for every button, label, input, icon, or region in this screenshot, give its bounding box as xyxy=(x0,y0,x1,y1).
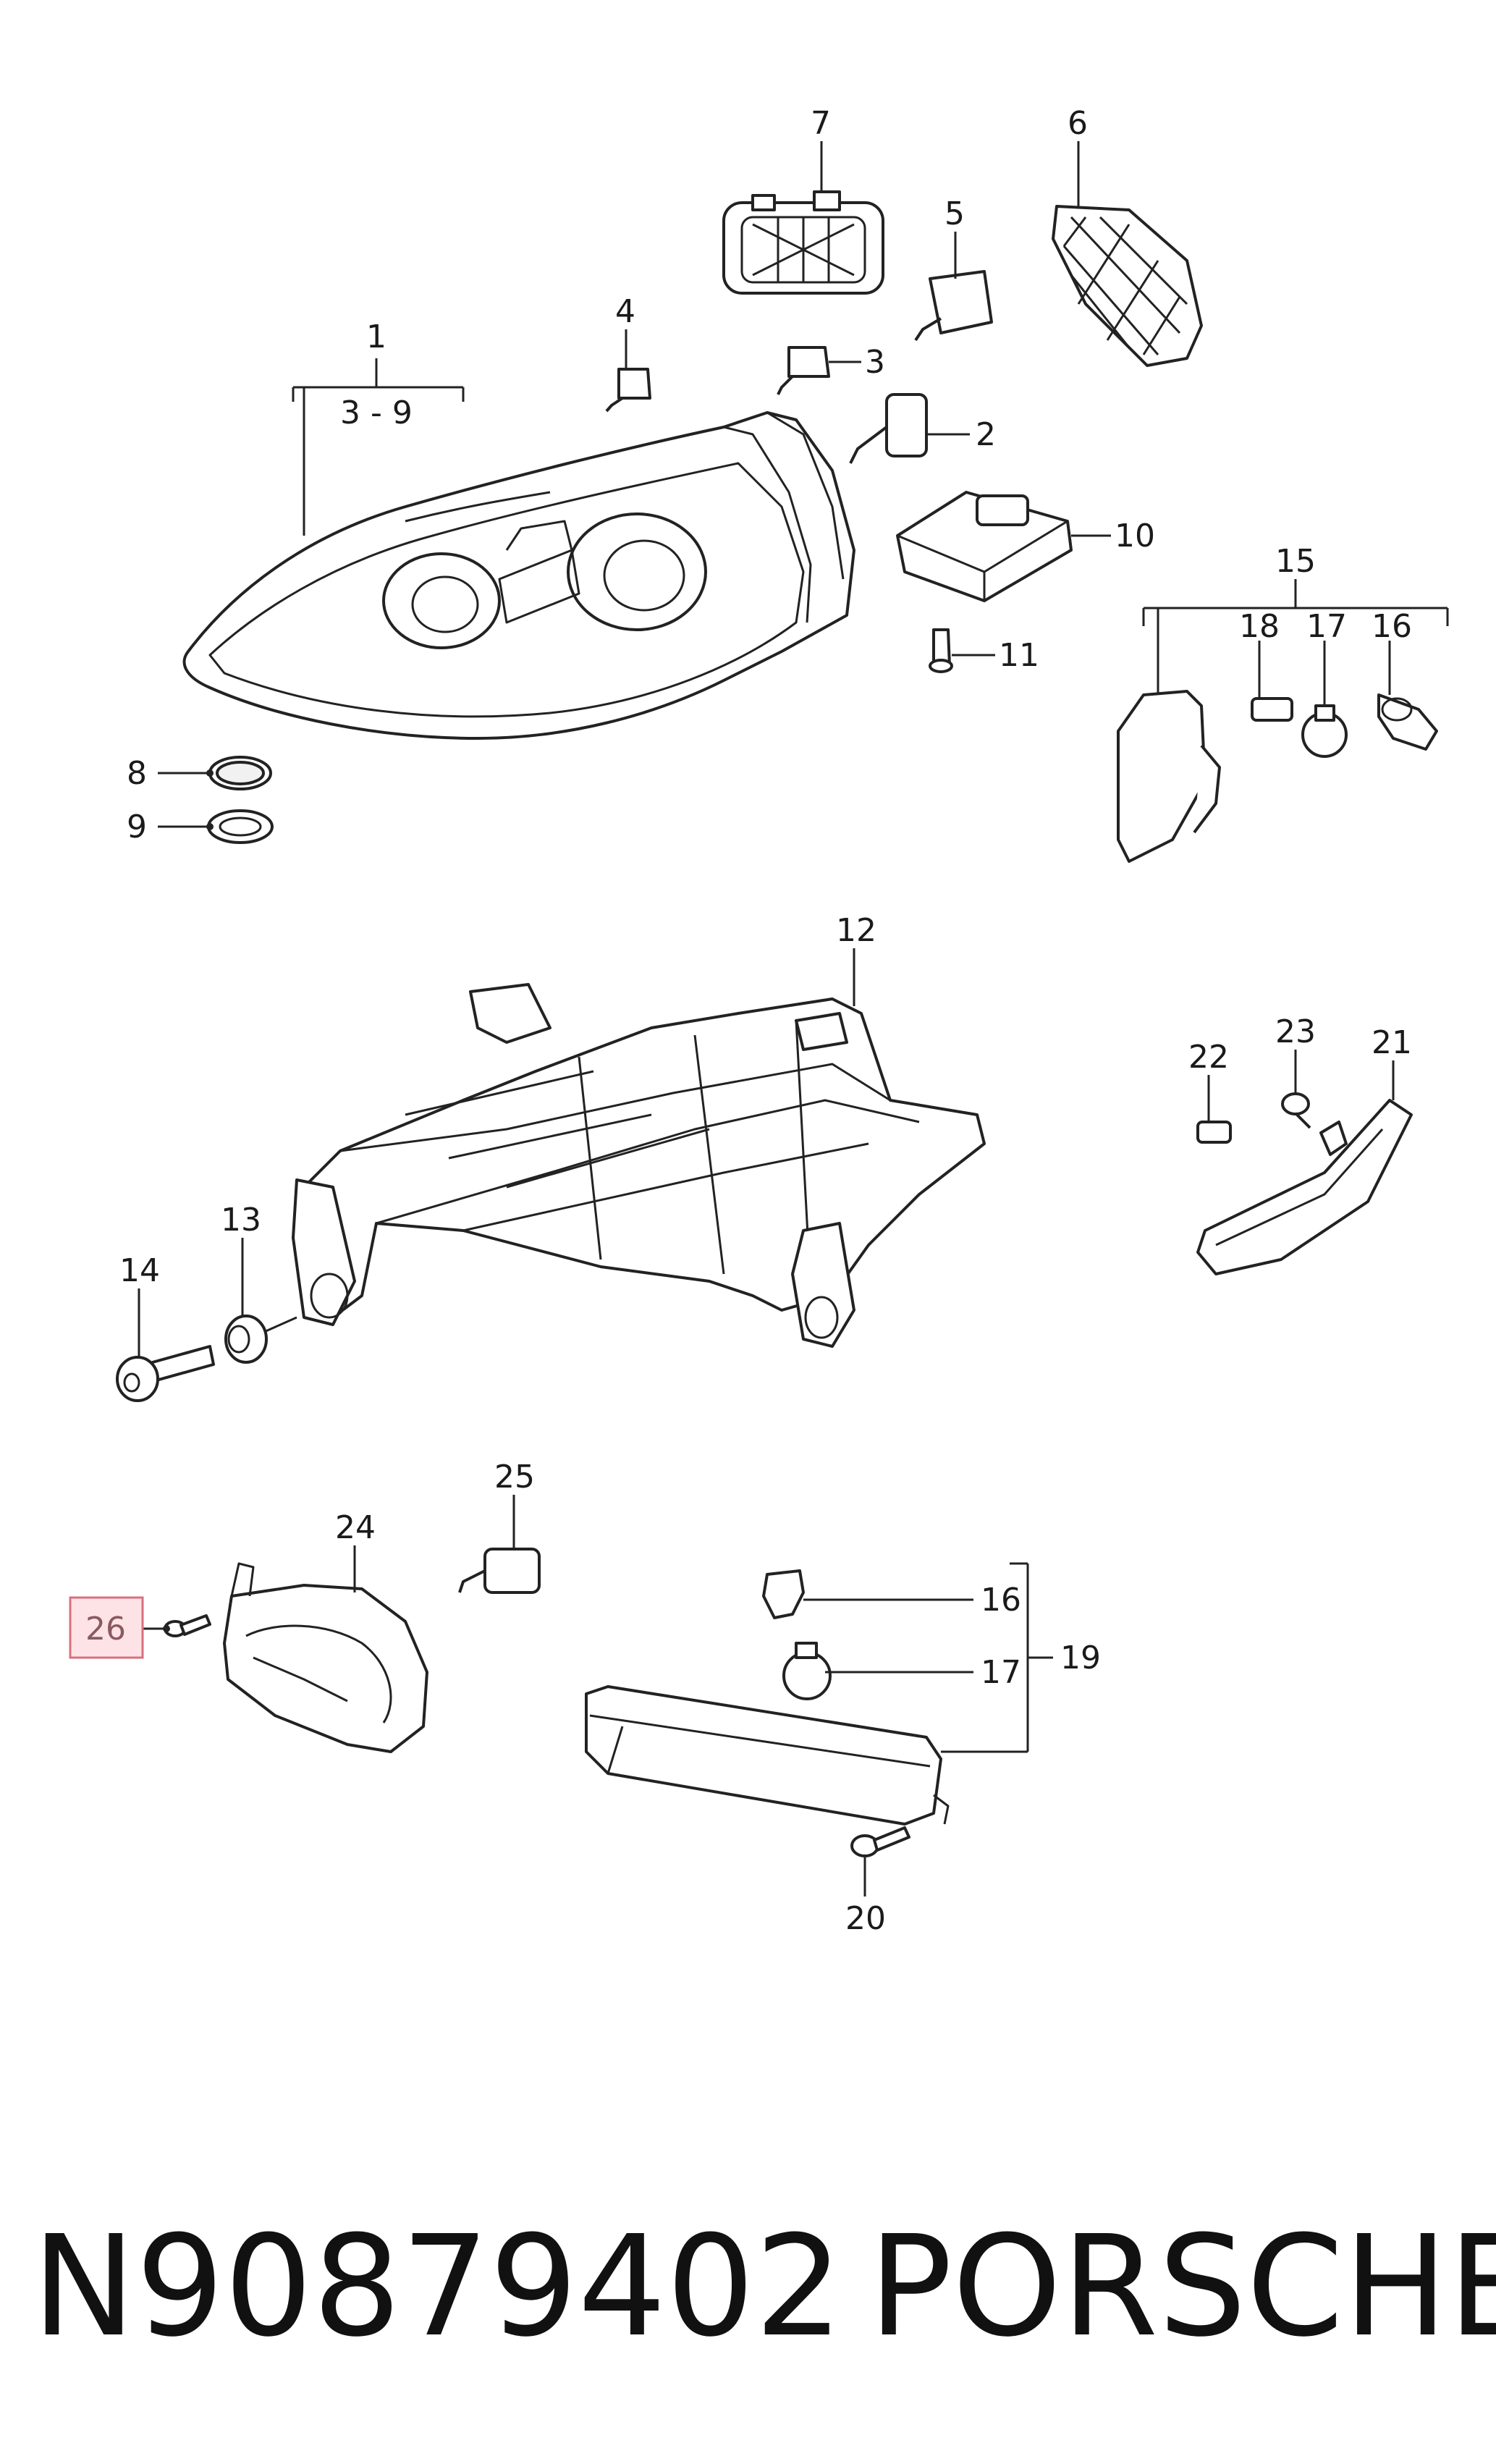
callout-4: 4 xyxy=(615,293,635,330)
callout-20: 20 xyxy=(845,1900,886,1937)
screw-26 xyxy=(143,1614,211,1637)
footer: N90879402 PORSCHE xyxy=(0,2193,1496,2381)
ballast-10 xyxy=(896,491,1111,602)
callout-19: 19 xyxy=(1060,1640,1101,1676)
bulb-17 xyxy=(1301,641,1348,758)
grommet-13 xyxy=(224,1238,297,1364)
brand-name: PORSCHE xyxy=(869,2206,1496,2368)
callout-16b: 16 xyxy=(981,1582,1021,1619)
screw-11 xyxy=(929,628,995,673)
bulb-22 xyxy=(1196,1075,1232,1144)
bolt-14 xyxy=(116,1288,215,1402)
side-marker-15 xyxy=(1117,690,1221,863)
callout-18: 18 xyxy=(1239,608,1280,645)
callout-1-range: 3 - 9 xyxy=(340,395,413,431)
screw-20 xyxy=(850,1826,910,1896)
part-number: N90879402 xyxy=(32,2206,843,2368)
bulb-4 xyxy=(605,329,651,413)
callout-21: 21 xyxy=(1372,1024,1412,1061)
callout-1-bracket xyxy=(292,358,465,536)
bulb-17b xyxy=(782,1642,973,1700)
callout-25: 25 xyxy=(494,1459,535,1495)
callout-17: 17 xyxy=(1306,608,1347,645)
bulb-18 xyxy=(1251,641,1293,722)
highlighted-callout-26: 26 xyxy=(69,1596,144,1659)
callout-17b: 17 xyxy=(981,1654,1021,1691)
callout-2: 2 xyxy=(976,416,996,453)
callout-9: 9 xyxy=(127,809,147,845)
callout-1: 1 xyxy=(366,318,386,355)
bulb-5 xyxy=(914,232,993,342)
callout-7: 7 xyxy=(811,105,831,142)
callout-6: 6 xyxy=(1068,105,1088,142)
callout-11: 11 xyxy=(999,637,1039,674)
callout-26: 26 xyxy=(85,1611,126,1647)
support-frame-12 xyxy=(292,948,986,1348)
callout-22: 22 xyxy=(1188,1039,1229,1076)
side-repeater-21 xyxy=(1196,1060,1413,1275)
callout-3: 3 xyxy=(865,344,885,381)
callout-14: 14 xyxy=(119,1252,160,1289)
callout-8: 8 xyxy=(127,755,147,792)
screw-23 xyxy=(1281,1050,1311,1129)
socket-16 xyxy=(1377,641,1438,751)
callout-19-bracket xyxy=(941,1562,1053,1753)
drl-lamp-19 xyxy=(585,1685,950,1826)
xenon-bulb-2 xyxy=(849,393,970,464)
fog-lamp-housing-24 xyxy=(223,1545,428,1753)
bulb-3 xyxy=(777,346,861,395)
grille-6 xyxy=(1052,141,1203,367)
callout-15: 15 xyxy=(1275,543,1316,580)
callout-16: 16 xyxy=(1372,608,1412,645)
callout-5: 5 xyxy=(944,195,965,232)
cap-8 xyxy=(158,756,272,790)
fog-bulb-25 xyxy=(458,1495,541,1594)
socket-16b xyxy=(762,1569,973,1619)
callout-10: 10 xyxy=(1115,518,1155,554)
cover-7 xyxy=(722,141,884,295)
cap-9 xyxy=(158,809,274,844)
callout-13: 13 xyxy=(221,1202,261,1239)
callout-24: 24 xyxy=(335,1509,376,1546)
callout-15-bracket xyxy=(1142,579,1449,695)
callout-12: 12 xyxy=(836,912,876,949)
callout-23: 23 xyxy=(1275,1013,1316,1050)
headlight-assembly xyxy=(182,411,855,740)
